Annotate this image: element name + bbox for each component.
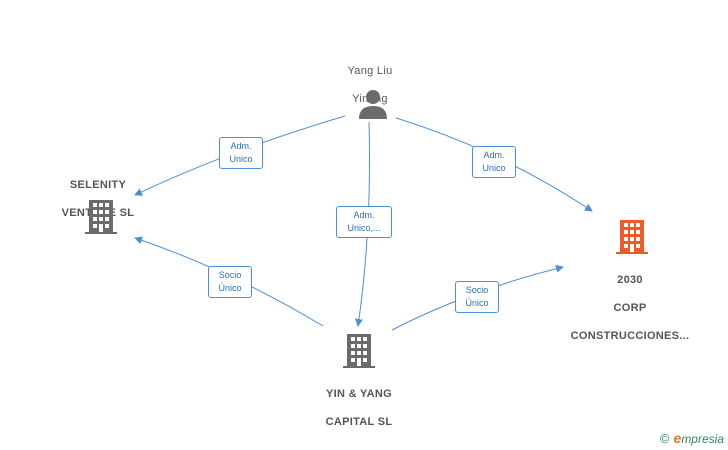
edge-label-line: Unico,... (347, 223, 381, 233)
edge-label-line: Adm. (483, 150, 505, 160)
edge-label-yinyang-selenity[interactable]: Socio Único (208, 266, 252, 298)
corp2030-name-line3: CONSTRUCCIONES... (570, 330, 690, 342)
edge-label-line: Único (218, 283, 242, 293)
yinyang-name-label[interactable]: YIN & YANG CAPITAL SL (307, 373, 411, 429)
edge-label-person-selenity[interactable]: Adm. Unico (219, 137, 263, 169)
person-name-line1: Yang Liu (347, 65, 393, 77)
edge-label-person-yinyang[interactable]: Adm. Unico,... (336, 206, 392, 238)
edge-label-line: Socio (465, 285, 489, 295)
edge-label-yinyang-corp2030[interactable]: Socio Único (455, 281, 499, 313)
yinyang-name-line2: CAPITAL SL (325, 416, 393, 428)
selenity-name-line1: SELENITY (69, 179, 127, 191)
building-icon[interactable] (616, 220, 648, 254)
edge-label-person-corp2030[interactable]: Adm. Unico (472, 146, 516, 178)
edge-label-line: Unico (482, 163, 506, 173)
edge-label-line: Unico (229, 154, 253, 164)
brand-logo-initial: e (673, 430, 682, 446)
yinyang-name-line1: YIN & YANG (326, 388, 392, 400)
corp2030-name-label[interactable]: 2030 CORP CONSTRUCCIONES... (555, 259, 705, 343)
building-icon[interactable] (343, 334, 375, 368)
edge-label-line: Único (465, 298, 489, 308)
brand-footer: ©empresia (660, 430, 724, 446)
corp2030-name-line2: CORP (613, 302, 647, 314)
corp2030-name-line1: 2030 (617, 274, 643, 286)
edge-label-line: Socio (218, 270, 242, 280)
brand-logo-text: mpresia (681, 432, 724, 446)
person-icon[interactable] (358, 89, 388, 119)
building-icon[interactable] (85, 200, 117, 234)
edge-label-line: Adm. (230, 141, 252, 151)
copyright-symbol: © (659, 431, 670, 446)
edge-label-line: Adm. (353, 210, 375, 220)
